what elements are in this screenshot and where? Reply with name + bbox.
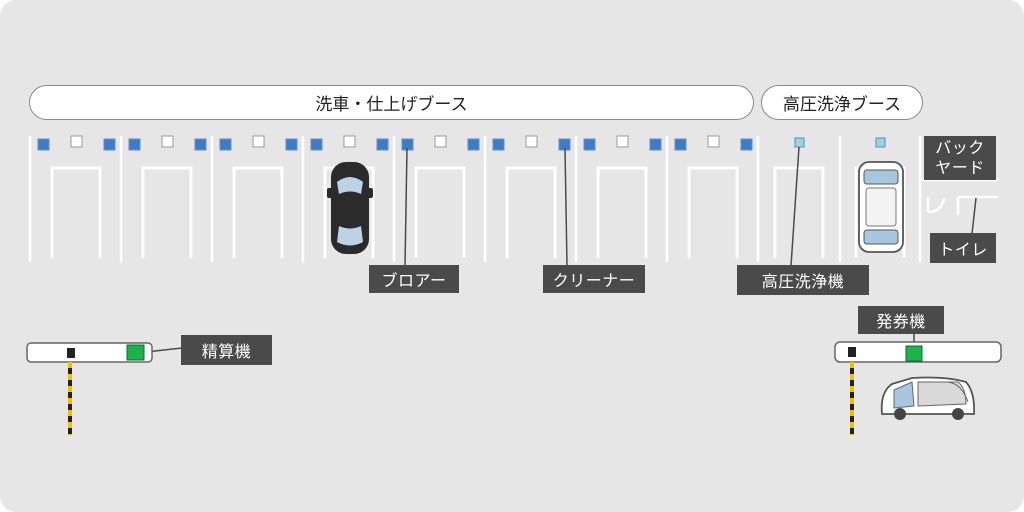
stall-dividers <box>28 136 922 262</box>
blower-leader <box>404 147 408 267</box>
cleaner-unit-icon <box>285 138 298 151</box>
stall-marking <box>505 166 557 258</box>
payment-machine-label: 精算機 <box>181 335 272 365</box>
cleaner-unit-icon <box>467 138 480 151</box>
backyard-label-line2: ヤード <box>935 158 985 177</box>
stall-marking <box>414 166 466 258</box>
door-swing <box>926 197 946 214</box>
wash-finish-booth-label: 洗車・仕上げブース <box>29 85 754 120</box>
cleaner-label: クリーナー <box>543 265 645 293</box>
backyard-label-line1: バック <box>935 138 985 157</box>
stall-marking <box>50 166 102 258</box>
stall-marking <box>773 166 825 258</box>
car-wheel <box>894 408 906 420</box>
wash-booth-equipment <box>37 135 753 151</box>
marker-square <box>707 135 720 148</box>
marker-square <box>343 135 356 148</box>
cleaner-unit-icon <box>103 138 116 151</box>
high-pressure-washer-icon <box>794 137 805 148</box>
cleaner-unit-icon <box>194 138 207 151</box>
marker-square <box>434 135 447 148</box>
car-entering-icon <box>880 376 975 420</box>
ticket-machine-label: 発券機 <box>858 306 944 334</box>
marker-square <box>525 135 538 148</box>
car-wheel <box>952 408 964 420</box>
high-pressure-booth-label: 高圧洗浄ブース <box>761 85 923 120</box>
washer-leader <box>790 146 800 267</box>
car-black-icon <box>327 162 373 254</box>
stall-marking <box>141 166 193 258</box>
stall-marking <box>687 166 739 258</box>
ticket-machine-icon <box>905 345 923 362</box>
backyard-walls <box>922 178 998 215</box>
cleaner-unit-icon <box>649 138 662 151</box>
blower-unit-icon <box>492 138 505 151</box>
marker-square <box>252 135 265 148</box>
marker-square <box>616 135 629 148</box>
blower-unit-icon <box>310 138 323 151</box>
toilet-label: トイレ <box>930 233 996 263</box>
blower-unit-icon <box>128 138 141 151</box>
backyard-label: バック ヤード <box>924 136 996 180</box>
cleaner-unit-icon <box>740 138 753 151</box>
blower-unit-icon <box>219 138 232 151</box>
blower-unit-icon <box>583 138 596 151</box>
blower-unit-icon <box>37 138 50 151</box>
blower-unit-icon <box>674 138 687 151</box>
marker-square <box>70 135 83 148</box>
cleaner-leader <box>564 147 568 267</box>
car-white-suv-icon <box>858 161 904 253</box>
high-pressure-washer-icon <box>875 137 886 148</box>
cleaner-unit-icon <box>376 138 389 151</box>
payment-machine-icon <box>126 344 145 361</box>
toilet-leader <box>971 197 977 235</box>
marker-square <box>161 135 174 148</box>
stall-markings <box>50 166 906 258</box>
stall-marking <box>232 166 284 258</box>
gate-bollard <box>67 348 75 358</box>
stall-marking <box>596 166 648 258</box>
blower-label: ブロアー <box>369 265 459 293</box>
high-pressure-washer-label: 高圧洗浄機 <box>737 265 869 295</box>
gate-bollard <box>848 347 856 357</box>
entrance-gate-icon <box>834 341 1002 435</box>
payment-gate-icon <box>26 342 153 435</box>
